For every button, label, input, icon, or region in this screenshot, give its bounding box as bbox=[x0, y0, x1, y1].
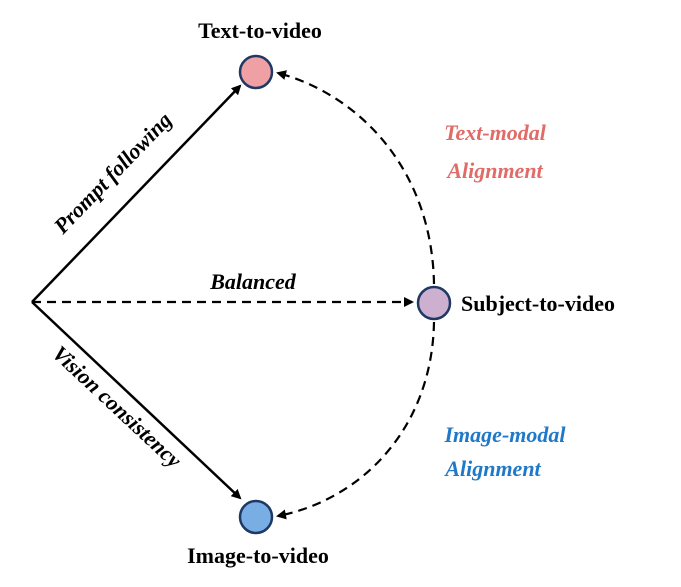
vision-consistency-arrow bbox=[31, 301, 242, 500]
text-to-video-label: Text-to-video bbox=[198, 18, 322, 43]
subject-to-video-node bbox=[416, 285, 452, 321]
text-modal-alignment-arrow bbox=[276, 70, 436, 285]
text-to-video-node bbox=[238, 54, 274, 90]
image-to-video-node bbox=[238, 499, 274, 535]
vision-consistency-label: Vision consistency bbox=[48, 340, 187, 472]
image-modal-alignment-line1: Image-modal bbox=[444, 422, 567, 447]
image-to-video-label: Image-to-video bbox=[187, 543, 329, 568]
image-modal-alignment-arrow bbox=[276, 321, 436, 520]
prompt-following-arrow bbox=[31, 84, 242, 303]
subject-to-video-label: Subject-to-video bbox=[461, 291, 615, 316]
text-modal-alignment-line2: Alignment bbox=[445, 158, 543, 183]
balanced-label: Balanced bbox=[209, 269, 297, 294]
image-modal-alignment-line2: Alignment bbox=[443, 456, 541, 481]
text-modal-alignment-line1: Text-modal bbox=[444, 120, 547, 145]
